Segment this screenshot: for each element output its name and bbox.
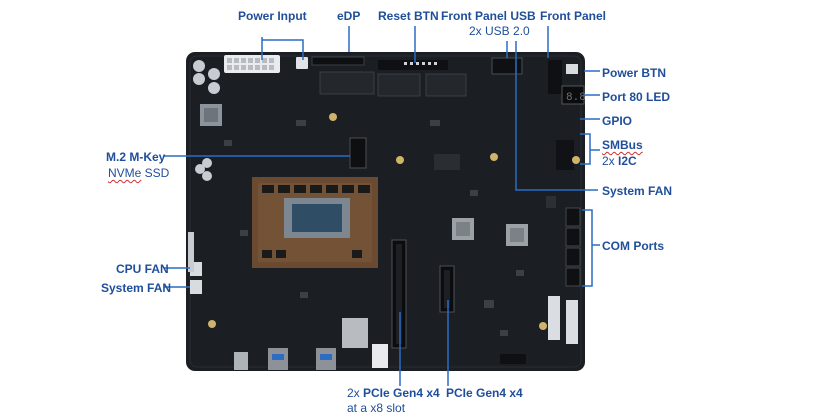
label-pcie-x8-name: PCIe Gen4 x4 [363, 386, 440, 400]
front-panel-usb-header [491, 57, 523, 75]
label-reset-btn: Reset BTN [378, 9, 439, 23]
label-nvme-ssd: NVMe SSD [108, 166, 169, 180]
label-front-panel-usb-sub: 2x USB 2.0 [469, 24, 530, 38]
cpu-module [252, 177, 378, 268]
label-ssd: SSD [141, 166, 170, 180]
label-port80-led: Port 80 LED [602, 90, 671, 104]
label-i2c: 2x I2C [602, 154, 637, 168]
label-pcie-x8-slot: at a x8 slot [347, 401, 406, 415]
power-input-connector [224, 55, 308, 73]
system-fan-header-left [190, 280, 202, 294]
label-com-ports: COM Ports [602, 239, 665, 253]
label-i2c-name: I2C [618, 154, 637, 168]
reset-button-header [404, 62, 437, 65]
label-i2c-prefix: 2x [602, 154, 619, 168]
label-front-panel: Front Panel [540, 9, 607, 23]
m2-slot [349, 137, 367, 169]
port80-digits: 8.8 [566, 92, 586, 104]
leader-lines [164, 26, 600, 386]
label-pcie-x8: 2x PCIe Gen4 x4 [347, 386, 440, 400]
label-system-fan-right: System FAN [602, 184, 673, 198]
label-cpu-fan: CPU FAN [116, 262, 169, 276]
capacitors [193, 60, 220, 181]
label-system-fan-left: System FAN [101, 281, 172, 295]
label-edp: eDP [337, 9, 361, 23]
label-pcie-x4: PCIe Gen4 x4 [446, 386, 523, 400]
label-nvme: NVMe [108, 166, 142, 180]
label-pcie-x8-prefix: 2x [347, 386, 364, 400]
label-m2-mkey: M.2 M-Key [106, 150, 166, 164]
label-front-panel-usb: Front Panel USB [441, 9, 536, 23]
port80-led-display: 8.8 [561, 85, 586, 105]
bottom-io [234, 318, 526, 370]
motherboard-pcb [186, 52, 585, 371]
com-port-headers [565, 207, 581, 287]
edp-connector [311, 56, 365, 66]
label-gpio: GPIO [602, 114, 633, 128]
label-power-btn: Power BTN [602, 66, 667, 80]
label-power-input: Power Input [238, 9, 307, 23]
label-smbus: SMBus [602, 138, 643, 152]
power-button [566, 64, 578, 74]
